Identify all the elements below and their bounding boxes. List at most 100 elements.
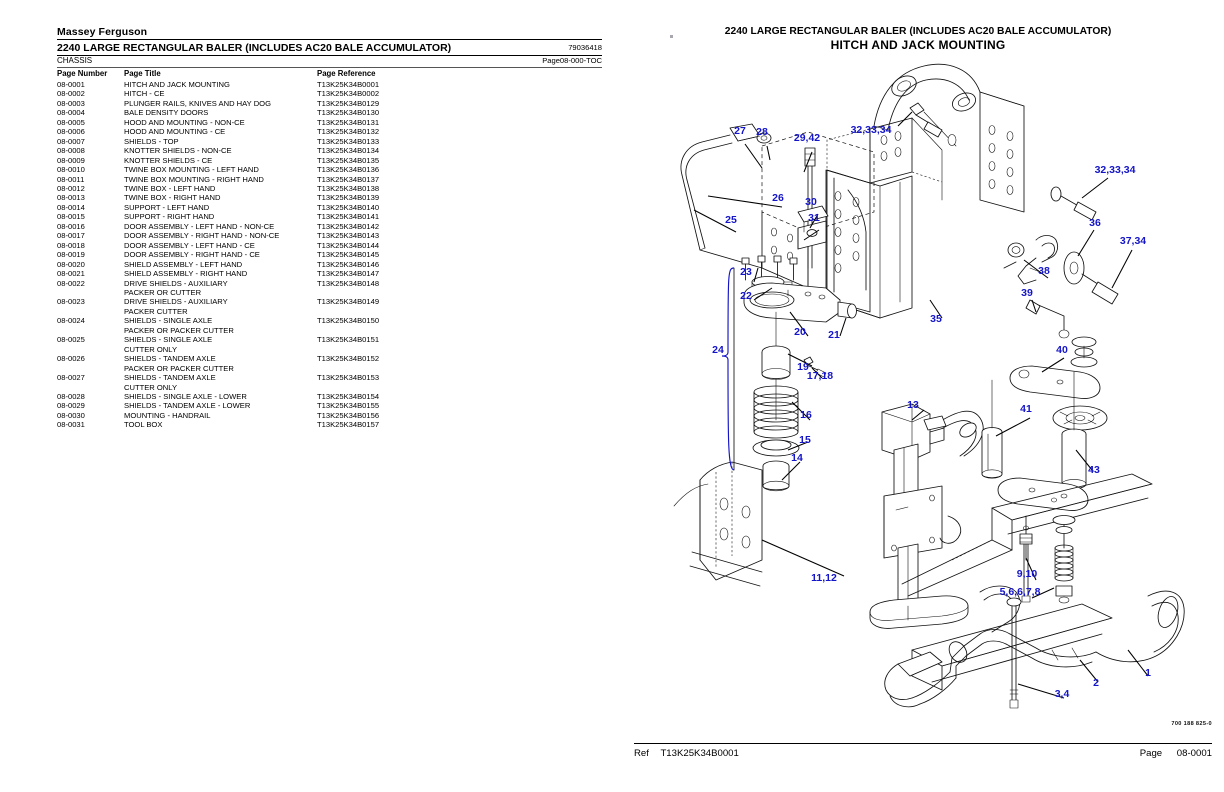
callout-leaders [693,111,1149,699]
right-fastener-cluster [1003,186,1119,339]
callout-number[interactable]: 26 [772,192,784,204]
callout-number[interactable]: 5,6,6,7,8 [1000,586,1041,598]
table-row-continuation: PACKER OR CUTTER [57,288,602,297]
callout-number[interactable]: 41 [1020,403,1032,415]
callout-number[interactable]: 23 [740,266,752,278]
cell-page-title: SHIELD ASSEMBLY - RIGHT HAND [124,269,248,279]
callout-number[interactable]: 9,10 [1017,568,1038,580]
hitch-bar-assembly [884,585,1185,709]
footer-divider [634,743,1212,744]
callout-number[interactable]: 24 [712,344,724,356]
callout-number[interactable]: 30 [805,196,817,208]
callout-number[interactable]: 3,4 [1055,688,1070,700]
cell-page-reference: T13K25K34B0132 [317,127,380,137]
cell-page-reference: T13K25K34B0139 [317,193,380,203]
scan-speck [670,35,673,38]
cell-page-title: SUPPORT - RIGHT HAND [124,212,215,222]
callout-number[interactable]: 39 [1021,287,1033,299]
cell-page-title: HOOD AND MOUNTING - NON-CE [124,117,245,127]
callout-number[interactable]: 38 [1038,265,1050,277]
callout-number[interactable]: 14 [791,452,803,464]
callout-number[interactable]: 17,18 [807,370,833,382]
cell-page-title-line2: CUTTER ONLY [124,382,178,392]
callout-number[interactable]: 21 [828,329,840,341]
cell-page-reference: T13K25K34B0131 [317,117,380,127]
cell-page-reference: T13K25K34B0136 [317,165,380,175]
callout-number[interactable]: 15 [799,434,811,446]
callout-number[interactable]: 16 [800,409,812,421]
callout-number[interactable]: 19 [797,361,809,373]
callout-number[interactable]: 1 [1145,667,1151,679]
cell-page-title: TWINE BOX MOUNTING - LEFT HAND [124,165,259,175]
cell-page-number: 08-0019 [57,250,85,260]
cell-page-number: 08-0004 [57,108,85,118]
spring-stack [752,311,800,492]
cell-page-number: 08-0015 [57,212,85,222]
cell-page-title-line2: PACKER OR PACKER CUTTER [124,363,234,373]
cell-page-reference: T13K25K34B0154 [317,391,380,401]
plate-heading: 2240 LARGE RECTANGULAR BALER (INCLUDES A… [612,25,1224,53]
cell-page-number: 08-0027 [57,373,85,383]
callout-number[interactable]: 2 [1093,677,1099,689]
callout-number[interactable]: 22 [740,290,752,302]
callout-number[interactable]: 43 [1088,464,1100,476]
cell-page-title-line2: PACKER CUTTER [124,306,188,316]
callout-number[interactable]: 13 [907,399,919,411]
cell-page-title: HITCH AND JACK MOUNTING [124,80,230,89]
callout-number[interactable]: 36 [1089,217,1101,229]
callout-number[interactable]: 37,34 [1120,235,1146,247]
cell-page-reference: T13K25K34B0143 [317,231,380,241]
callout-number[interactable]: 20 [794,326,806,338]
callout-number[interactable]: 27 [734,125,746,137]
cell-page-reference: T13K25K34B0137 [317,174,380,184]
callout-number[interactable]: 35 [930,313,942,325]
cell-page-title: KNOTTER SHIELDS - NON-CE [124,146,232,156]
callout-number[interactable]: 31 [808,212,820,224]
callout-number[interactable]: 29,42 [794,132,820,144]
toc-header-row: Page Number Page Title Page Reference [57,69,602,80]
callout-number[interactable]: 28 [756,126,768,138]
callout-number[interactable]: 11,12 [811,572,837,584]
callout-number[interactable]: 32,33,34 [851,124,892,136]
callout-number[interactable]: 32,33,34 [1095,164,1136,176]
callout-number[interactable]: 25 [725,214,737,226]
cell-page-number: 08-0024 [57,316,85,326]
callout-number[interactable]: 40 [1056,344,1068,356]
toc-content: Massey Ferguson 2240 LARGE RECTANGULAR B… [57,26,602,430]
cell-page-number: 08-0001 [57,80,85,89]
cell-page-reference: T13K25K34B0145 [317,250,380,260]
cell-empty [317,288,602,297]
